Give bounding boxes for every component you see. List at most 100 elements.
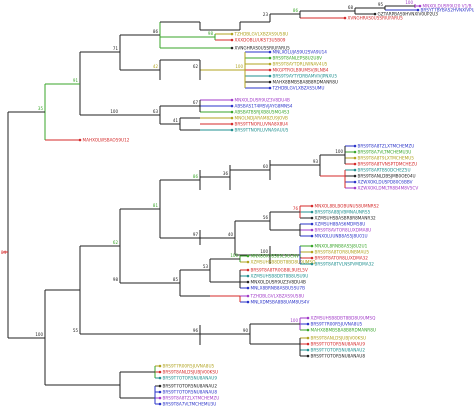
support-value-195: 56 xyxy=(263,215,269,220)
leaf-node-marker-4 xyxy=(416,8,420,12)
leaf-node-marker-187 xyxy=(310,262,314,266)
support-value-152: 60 xyxy=(263,164,269,169)
leaf-label-130: BRS9T8A8TVNSPTDMCHEZU xyxy=(358,162,418,167)
tree-nodes xyxy=(78,4,422,406)
support-value-190: 76 xyxy=(293,206,299,211)
leaf-label-173: BRS9T8AVTOR8LUXDMA8U xyxy=(315,228,372,233)
leaf-label-121: BRS9T8A8TZLXTMCHEMZU xyxy=(358,144,415,149)
leaf-label-127: BRS9T8A8T9LXTMCHEMU5 xyxy=(358,156,415,161)
leaf-node-marker-126 xyxy=(353,156,357,160)
leaf-label-296: BRS9T7OTOR5NU8ANAU9 xyxy=(163,376,218,381)
leaf-node-marker-114 xyxy=(78,138,82,142)
leaf-label-28: TZHDBLGVLXBZAS9U58U xyxy=(234,32,289,37)
leaf-node-marker-272 xyxy=(306,354,310,358)
leaf-node-marker-58 xyxy=(268,74,272,78)
leaf-label-255: XZMSUHSB8DBT8BD8U9UMSQ xyxy=(311,316,377,321)
leaf-node-marker-55 xyxy=(268,68,272,72)
support-value-285: 55 xyxy=(73,328,79,333)
leaf-node-marker-30 xyxy=(230,38,234,42)
leaf-label-89: MNOLNDJARAM8ZU9JOVB xyxy=(235,116,289,121)
leaf-label-95: BRS9TTNORLUVNA9AUU5 xyxy=(235,128,289,133)
leaf-node-marker-295 xyxy=(158,376,162,380)
leaf-label-261: MAHX8BMBSBA8B8RDMANR8U xyxy=(311,328,376,333)
leaf-label-56: MKGPTROLB9UMSVJ9LNB4 xyxy=(273,68,329,73)
leaf-node-marker-169 xyxy=(310,222,314,226)
leaf-label-216: XZMSUHSB8DBT8BD8U9UMSQ xyxy=(251,260,317,265)
leaf-node-marker-91 xyxy=(230,122,234,126)
support-value-247: 85 xyxy=(173,277,179,282)
support-value-283: 96 xyxy=(193,328,199,333)
leaf-node-marker-260 xyxy=(306,328,310,332)
support-value-16: 95 xyxy=(378,2,384,7)
leaf-node-marker-178 xyxy=(310,244,314,248)
leaf-node-marker-254 xyxy=(306,316,310,320)
leaf-label-182: BRS9T8A8TOR8UNBMAU5 xyxy=(315,250,370,255)
leaf-node-marker-42 xyxy=(230,46,234,50)
leaf-node-marker-10 xyxy=(343,16,347,20)
leaf-label-179: MNXOL8RNB8AS5J8U2U1 xyxy=(315,244,368,249)
leaf-node-marker-301 xyxy=(158,390,162,394)
support-value-206: 97 xyxy=(193,232,199,237)
leaf-label-53: BRS9T8AYTDRLIWNAV4U5 xyxy=(273,62,328,67)
leaf-label-5: BRSYT7BYBAS2HVNXIVPUSRIU xyxy=(421,8,474,13)
leaf-label-62: MAHX8BMBSBA8B8RDMANR8U xyxy=(273,80,338,85)
support-value-317: 100 xyxy=(35,332,43,337)
leaf-node-marker-27 xyxy=(230,32,234,36)
leaf-label-302: BRS9T7OTOR5NU8ANAU8 xyxy=(163,390,218,395)
leaf-node-marker-181 xyxy=(310,250,314,254)
leaf-node-marker-212 xyxy=(246,254,250,258)
leaf-label-47: MNLXOLUJAS9U2SVA9U14 xyxy=(273,50,328,55)
support-value-200: 100 xyxy=(260,249,268,254)
leaf-label-86: ABSBATBSRJXB8U5MG4S3 xyxy=(235,110,290,115)
leaf-label-8: GZTARPBAS9HVNXIV0UP2U3 xyxy=(378,12,439,17)
leaf-label-139: XZWXOKLDUSPD80C6BBV xyxy=(358,180,413,185)
leaf-node-marker-135 xyxy=(353,174,357,178)
leaf-label-228: MNLX8BRNB8ASBU5SU7B xyxy=(251,286,306,291)
leaf-label-2: MNXOLDUSR9U20 V1/B xyxy=(423,4,472,9)
leaf-node-marker-298 xyxy=(158,384,162,388)
leaf-node-marker-289 xyxy=(158,364,162,368)
support-value-33: 98 xyxy=(208,31,214,36)
support-value-249: 98 xyxy=(113,277,119,282)
support-value-70: 62 xyxy=(193,64,199,69)
support-value-19: 68 xyxy=(348,5,354,10)
leaf-node-marker-166 xyxy=(310,216,314,220)
support-value-112: 91 xyxy=(73,78,79,83)
support-value-67: 100 xyxy=(235,64,243,69)
support-value-44: 86 xyxy=(153,29,159,34)
leaf-node-marker-163 xyxy=(310,210,314,214)
leaf-label-176: MNXOLUUNB8AS5J8U01U xyxy=(315,234,368,239)
support-value-25: 23 xyxy=(263,12,269,17)
leaf-node-marker-120 xyxy=(353,144,357,148)
root-support-value: 84 xyxy=(1,250,7,255)
support-value-13: 100 xyxy=(405,0,413,5)
support-value-252: 62 xyxy=(113,240,119,245)
leaf-label-258: BRS9T7R00R5JUVNA8U5 xyxy=(311,322,363,327)
leaf-node-marker-230 xyxy=(246,294,250,298)
leaf-label-142: XZWXOKLDMLTR8B4M8V5CV xyxy=(358,186,419,191)
support-value-22: 86 xyxy=(293,8,299,13)
leaf-node-marker-224 xyxy=(246,280,250,284)
leaf-node-marker-85 xyxy=(230,110,234,114)
support-value-97: 67 xyxy=(193,100,199,105)
support-value-105: 63 xyxy=(153,109,159,114)
leaf-label-264: BRS9T8ANLDSJUBJV00KSU xyxy=(311,336,367,341)
leaf-label-59: BRS9T9AYTYDRBAMVIVJPNXU5 xyxy=(273,74,338,79)
leaf-label-83: ABSBAS1T4MSVJAYG8MNS4 xyxy=(235,104,293,109)
support-value-155: 36 xyxy=(223,171,229,176)
leaf-node-marker-138 xyxy=(353,180,357,184)
leaf-node-marker-221 xyxy=(246,274,250,278)
leaf-label-225: MNXOLDUSR9UZ3V8DU4B xyxy=(251,280,307,285)
leaf-node-marker-132 xyxy=(353,168,357,172)
leaf-label-188: BRS9T8A8TVLNSPVMDMA32 xyxy=(315,262,375,267)
leaf-label-267: BRS9T7OTOR5NU8ANAU9 xyxy=(311,342,366,347)
leaf-node-marker-94 xyxy=(230,128,234,132)
support-value-76: 42 xyxy=(153,64,159,69)
leaf-node-marker-160 xyxy=(310,204,314,208)
leaf-label-43: XVNGHRAS0U5SRIUFARU5 xyxy=(235,46,291,51)
leaf-node-marker-218 xyxy=(246,268,250,272)
leaf-node-marker-227 xyxy=(246,286,250,290)
leaf-node-marker-269 xyxy=(306,348,310,352)
leaf-label-219: BRS9T8A8TR0GB8L9UEL5V xyxy=(251,268,308,273)
